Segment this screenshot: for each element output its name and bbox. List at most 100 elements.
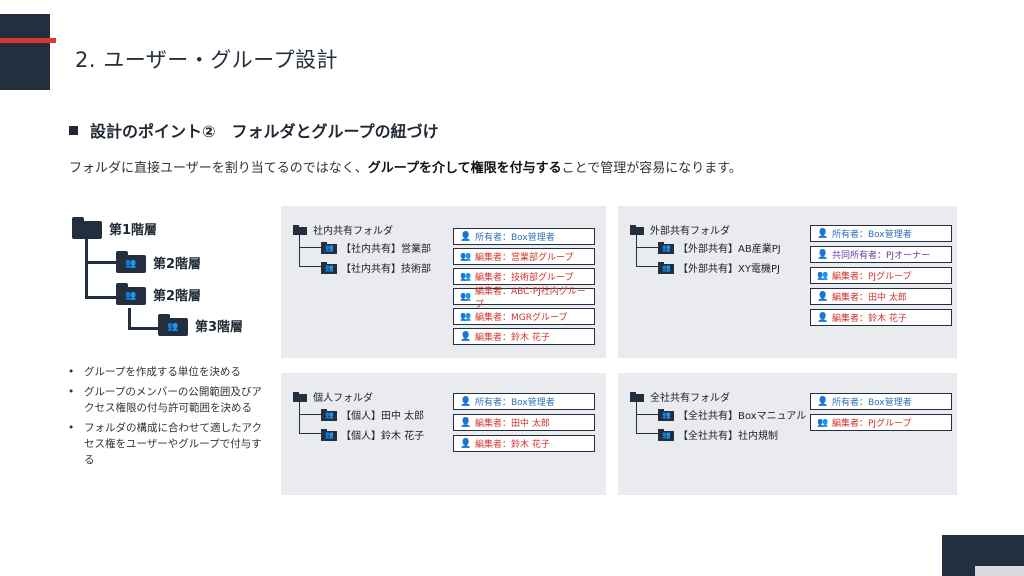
shared-folder-icon: 👥 <box>321 428 337 441</box>
permission-owner: 👤所有者：Box管理者 <box>453 393 595 410</box>
folder-root-label: 外部共有フォルダ <box>650 226 730 237</box>
tree-line <box>636 247 658 248</box>
shared-folder-icon: 👥 <box>658 241 674 254</box>
bullet-list: グループを作成する単位を決める グループのメンバーの公開範囲及びアクセス権限の付… <box>66 364 266 472</box>
permission-editor: 👤編集者：鈴木 花子 <box>453 328 595 345</box>
folder-child[interactable]: 👥 【社内共有】技術部 <box>321 260 431 275</box>
section-heading: 設計のポイント② フォルダとグループの紐づけ <box>69 118 439 142</box>
folder-root[interactable]: 個人フォルダ <box>293 389 373 404</box>
permission-editor-group: 👥編集者：営業部グループ <box>453 248 595 265</box>
panel-internal-shared: 社内共有フォルダ 👥 【社内共有】営業部 👥 【社内共有】技術部 👤所有者：Bo… <box>281 206 606 358</box>
user-icon: 👤 <box>817 228 829 239</box>
shared-folder-icon: 👥 <box>321 261 337 274</box>
permission-text: 所有者：Box管理者 <box>832 230 912 240</box>
permission-text: 編集者：営業部グループ <box>475 253 574 263</box>
permission-text: 所有者：Box管理者 <box>475 233 555 243</box>
folder-icon <box>630 224 644 235</box>
tree-line <box>636 266 658 267</box>
permission-text: 編集者：PJグループ <box>832 272 912 282</box>
tree-line <box>299 266 321 267</box>
permission-editor: 👤編集者：鈴木 花子 <box>810 309 952 326</box>
permission-text: 編集者：MGRグループ <box>475 313 568 323</box>
folder-child-label: 【個人】田中 太郎 <box>341 411 425 422</box>
group-icon: 👥 <box>460 311 472 322</box>
folder-root[interactable]: 社内共有フォルダ <box>293 222 393 237</box>
folder-child[interactable]: 👥 【外部共有】AB産業PJ <box>658 240 781 255</box>
bullet-item: グループを作成する単位を決める <box>66 364 266 380</box>
folder-child[interactable]: 👥 【社内共有】営業部 <box>321 240 431 255</box>
permission-coowner: 👤共同所有者：PJオーナー <box>810 246 952 263</box>
shared-folder-icon: 👥 <box>158 314 188 336</box>
lead-pre: フォルダに直接ユーザーを割り当てるのではなく、 <box>69 161 368 176</box>
panel-personal: 個人フォルダ 👥 【個人】田中 太郎 👥 【個人】鈴木 花子 👤所有者：Box管… <box>281 373 606 495</box>
slide-title: 2. ユーザー・グループ設計 <box>75 48 339 72</box>
shared-folder-icon: 👥 <box>658 428 674 441</box>
panel-external-shared: 外部共有フォルダ 👥 【外部共有】AB産業PJ 👥 【外部共有】XY電機PJ 👤… <box>618 206 957 358</box>
permission-text: 編集者：田中 太郎 <box>475 419 550 429</box>
permission-editor-group: 👥編集者：PJグループ <box>810 414 952 431</box>
permission-text: 編集者：ABC-PJ社内グループ <box>475 286 586 310</box>
shared-folder-icon: 👥 <box>321 408 337 421</box>
lead-text: フォルダに直接ユーザーを割り当てるのではなく、グループを介して権限を付与すること… <box>69 157 742 176</box>
permission-text: 編集者：鈴木 花子 <box>475 333 550 343</box>
user-icon: 👤 <box>460 331 472 342</box>
bullet-item: グループのメンバーの公開範囲及びアクセス権限の付与許可範囲を決める <box>66 384 266 416</box>
folder-child-label: 【全社共有】Boxマニュアル <box>678 411 807 422</box>
tree-line <box>636 230 637 267</box>
tree-line <box>636 414 658 415</box>
corner-decoration-grey <box>975 566 1024 576</box>
folder-root[interactable]: 外部共有フォルダ <box>630 222 730 237</box>
user-icon: 👤 <box>817 249 829 260</box>
section-heading-text: 設計のポイント② フォルダとグループの紐づけ <box>90 122 439 141</box>
corner-accent-bar <box>0 38 56 43</box>
lead-bold: グループを介して権限を付与する <box>367 161 562 176</box>
hierarchy-diagram: 第1階層 👥 第2階層 👥 第2階層 👥 第3階層 <box>60 205 280 345</box>
folder-child[interactable]: 👥 【全社共有】Boxマニュアル <box>658 407 806 422</box>
tree-line <box>299 433 321 434</box>
corner-decoration <box>0 14 50 90</box>
hier-level3: 👥 第3階層 <box>158 314 243 336</box>
group-icon: 👥 <box>460 271 472 282</box>
folder-child[interactable]: 👥 【全社共有】社内規制 <box>658 427 778 442</box>
tree-line <box>299 414 321 415</box>
folder-icon <box>630 391 644 402</box>
tree-line <box>636 397 637 434</box>
user-icon: 👤 <box>460 231 472 242</box>
permission-editor: 👤編集者：田中 太郎 <box>810 288 952 305</box>
hier-level2a-label: 第2階層 <box>153 256 202 272</box>
tree-line <box>299 247 321 248</box>
shared-folder-icon: 👥 <box>658 261 674 274</box>
group-icon: 👥 <box>817 417 829 428</box>
folder-child[interactable]: 👥 【外部共有】XY電機PJ <box>658 260 780 275</box>
permission-editor-group: 👥編集者：ABC-PJ社内グループ <box>453 287 595 310</box>
folder-root[interactable]: 全社共有フォルダ <box>630 389 730 404</box>
folder-icon <box>293 224 307 235</box>
folder-child-label: 【個人】鈴木 花子 <box>341 431 425 442</box>
folder-child[interactable]: 👥 【個人】田中 太郎 <box>321 407 424 422</box>
hier-level1: 第1階層 <box>72 217 157 239</box>
folder-root-label: 個人フォルダ <box>313 393 373 404</box>
user-icon: 👤 <box>817 312 829 323</box>
user-icon: 👤 <box>460 417 472 428</box>
tree-line <box>85 261 117 264</box>
permission-editor: 👤編集者：鈴木 花子 <box>453 435 595 452</box>
permission-owner: 👤所有者：Box管理者 <box>453 228 595 245</box>
tree-line <box>299 230 300 267</box>
permission-text: 所有者：Box管理者 <box>832 398 912 408</box>
tree-line <box>299 397 300 434</box>
shared-folder-icon: 👥 <box>321 241 337 254</box>
permission-editor-group: 👥編集者：MGRグループ <box>453 308 595 325</box>
folder-root-label: 全社共有フォルダ <box>650 393 730 404</box>
tree-line <box>85 296 117 299</box>
group-icon: 👥 <box>460 291 472 302</box>
permission-text: 編集者：技術部グループ <box>475 273 574 283</box>
folder-child-label: 【社内共有】営業部 <box>341 244 431 255</box>
user-icon: 👤 <box>817 291 829 302</box>
square-bullet-icon <box>69 125 78 135</box>
folder-child[interactable]: 👥 【個人】鈴木 花子 <box>321 427 424 442</box>
permission-owner: 👤所有者：Box管理者 <box>810 393 952 410</box>
hier-level3-label: 第3階層 <box>195 319 244 335</box>
shared-folder-icon: 👥 <box>658 408 674 421</box>
permission-editor: 👤編集者：田中 太郎 <box>453 414 595 431</box>
folder-child-label: 【社内共有】技術部 <box>341 264 431 275</box>
